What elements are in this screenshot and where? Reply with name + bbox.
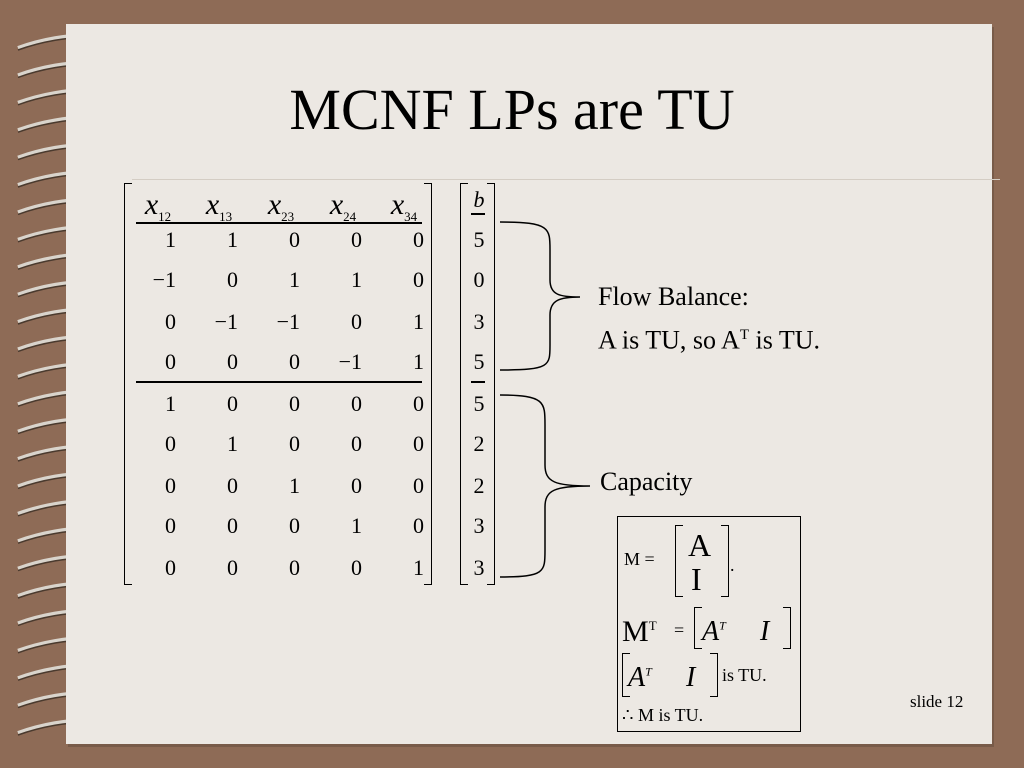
matrix-header-x13: x13 <box>205 188 233 224</box>
rhs-cell: 0 <box>473 267 485 292</box>
slide-number: slide 12 <box>910 692 964 711</box>
matrix-cell: 0 <box>351 473 362 498</box>
rhs-cell: 2 <box>473 431 485 456</box>
rhs-header: b <box>473 187 485 212</box>
matrix-cell: 0 <box>413 473 424 498</box>
matrix-cell: 0 <box>289 227 300 252</box>
matrix-cell: 1 <box>289 473 300 498</box>
rhs-section-rule <box>471 381 485 383</box>
matrix-cell: 0 <box>165 513 176 538</box>
proof-box: M = A I . MT = AT I AT I is TU. ∴ M is T… <box>617 516 801 732</box>
matrix-header-x34: x34 <box>390 188 418 224</box>
slide-canvas <box>66 24 992 744</box>
rhs-left-bracket <box>460 183 468 585</box>
rhs-header-rule <box>471 213 485 215</box>
matrix-header-x12: x12 <box>144 188 172 224</box>
matrix-cell: 0 <box>227 349 238 374</box>
matrix-cell: 0 <box>351 391 362 416</box>
matrix-cell: 0 <box>413 431 424 456</box>
matrix-cell: 0 <box>351 431 362 456</box>
matrix-cell: −1 <box>276 309 300 334</box>
matrix-cell: 0 <box>165 349 176 374</box>
flow-balance-text: A is TU, so AT is TU. <box>598 325 821 355</box>
matrix-cell: 0 <box>165 431 176 456</box>
mt-left-bracket <box>694 607 702 649</box>
matrix-cell: 1 <box>289 267 300 292</box>
matrix-cell: 0 <box>165 473 176 498</box>
at-left-bracket <box>622 653 630 697</box>
matrix-cell: 0 <box>165 309 176 334</box>
flow-balance-brace <box>499 221 581 371</box>
matrix-left-bracket <box>124 183 132 585</box>
mt-label: MT <box>622 615 657 648</box>
matrix-cell: 1 <box>351 267 362 292</box>
matrix-cell: 0 <box>413 267 424 292</box>
matrix-cell: 0 <box>413 391 424 416</box>
matrix-cell: 1 <box>165 391 176 416</box>
matrix-cell: 0 <box>227 513 238 538</box>
at-is-tu: is TU. <box>722 665 767 685</box>
matrix-cell: 0 <box>227 555 238 580</box>
matrix-cell: 1 <box>227 431 238 456</box>
at-right-bracket <box>710 653 718 697</box>
matrix-cell: −1 <box>152 267 176 292</box>
matrix-header-x23: x23 <box>267 188 295 224</box>
rhs-cell: 5 <box>473 227 485 252</box>
matrix-cell: 1 <box>351 513 362 538</box>
matrix-section-rule <box>136 381 422 383</box>
mt-right-bracket <box>783 607 791 649</box>
title-divider <box>132 179 1000 180</box>
matrix-cell: 0 <box>413 227 424 252</box>
matrix-cell: 0 <box>289 431 300 456</box>
matrix-cell: 0 <box>351 555 362 580</box>
at-block-a: AT <box>628 662 652 693</box>
matrix-cell: 1 <box>165 227 176 252</box>
rhs-cell: 5 <box>473 391 485 416</box>
matrix-cell: 0 <box>289 555 300 580</box>
matrix-cell: 0 <box>413 513 424 538</box>
mt-block-a: AT <box>702 616 726 647</box>
matrix-cell: 0 <box>289 391 300 416</box>
at-block-i: I <box>686 662 696 693</box>
m-block-a: A <box>688 527 712 563</box>
matrix-cell: 0 <box>351 309 362 334</box>
rhs-cell: 2 <box>473 473 485 498</box>
m-period: . <box>730 555 735 575</box>
matrix-cell: −1 <box>338 349 362 374</box>
m-block-i: I <box>691 561 702 597</box>
matrix-cell: 1 <box>413 555 424 580</box>
matrix-header-x24: x24 <box>329 188 357 224</box>
matrix-cell: 0 <box>289 513 300 538</box>
matrix-cell: −1 <box>214 309 238 334</box>
matrix-cell: 1 <box>413 309 424 334</box>
matrix-right-bracket <box>424 183 432 585</box>
rhs-cell: 3 <box>473 555 485 580</box>
rhs-cell: 5 <box>473 349 485 374</box>
matrix-cell: 0 <box>227 473 238 498</box>
rhs-right-bracket <box>487 183 495 585</box>
matrix-cell: 1 <box>413 349 424 374</box>
capacity-label: Capacity <box>600 467 693 496</box>
mt-block-i: I <box>760 616 770 647</box>
flow-balance-title: Flow Balance: <box>598 282 749 311</box>
conclusion: ∴ M is TU. <box>622 705 704 725</box>
matrix-cell: 0 <box>289 349 300 374</box>
matrix-cell: 0 <box>351 227 362 252</box>
matrix-cell: 0 <box>227 391 238 416</box>
rhs-cell: 3 <box>473 513 485 538</box>
matrix-cell: 1 <box>227 227 238 252</box>
capacity-brace <box>499 394 591 578</box>
m-definition-label: M = <box>624 549 655 569</box>
m-left-bracket <box>675 525 683 597</box>
mt-equals: = <box>674 620 685 640</box>
rhs-cell: 3 <box>473 309 485 334</box>
m-right-bracket <box>721 525 729 597</box>
matrix-header-rule <box>136 222 422 224</box>
matrix-cell: 0 <box>165 555 176 580</box>
matrix-cell: 0 <box>227 267 238 292</box>
slide-title: MCNF LPs are TU <box>289 77 735 142</box>
